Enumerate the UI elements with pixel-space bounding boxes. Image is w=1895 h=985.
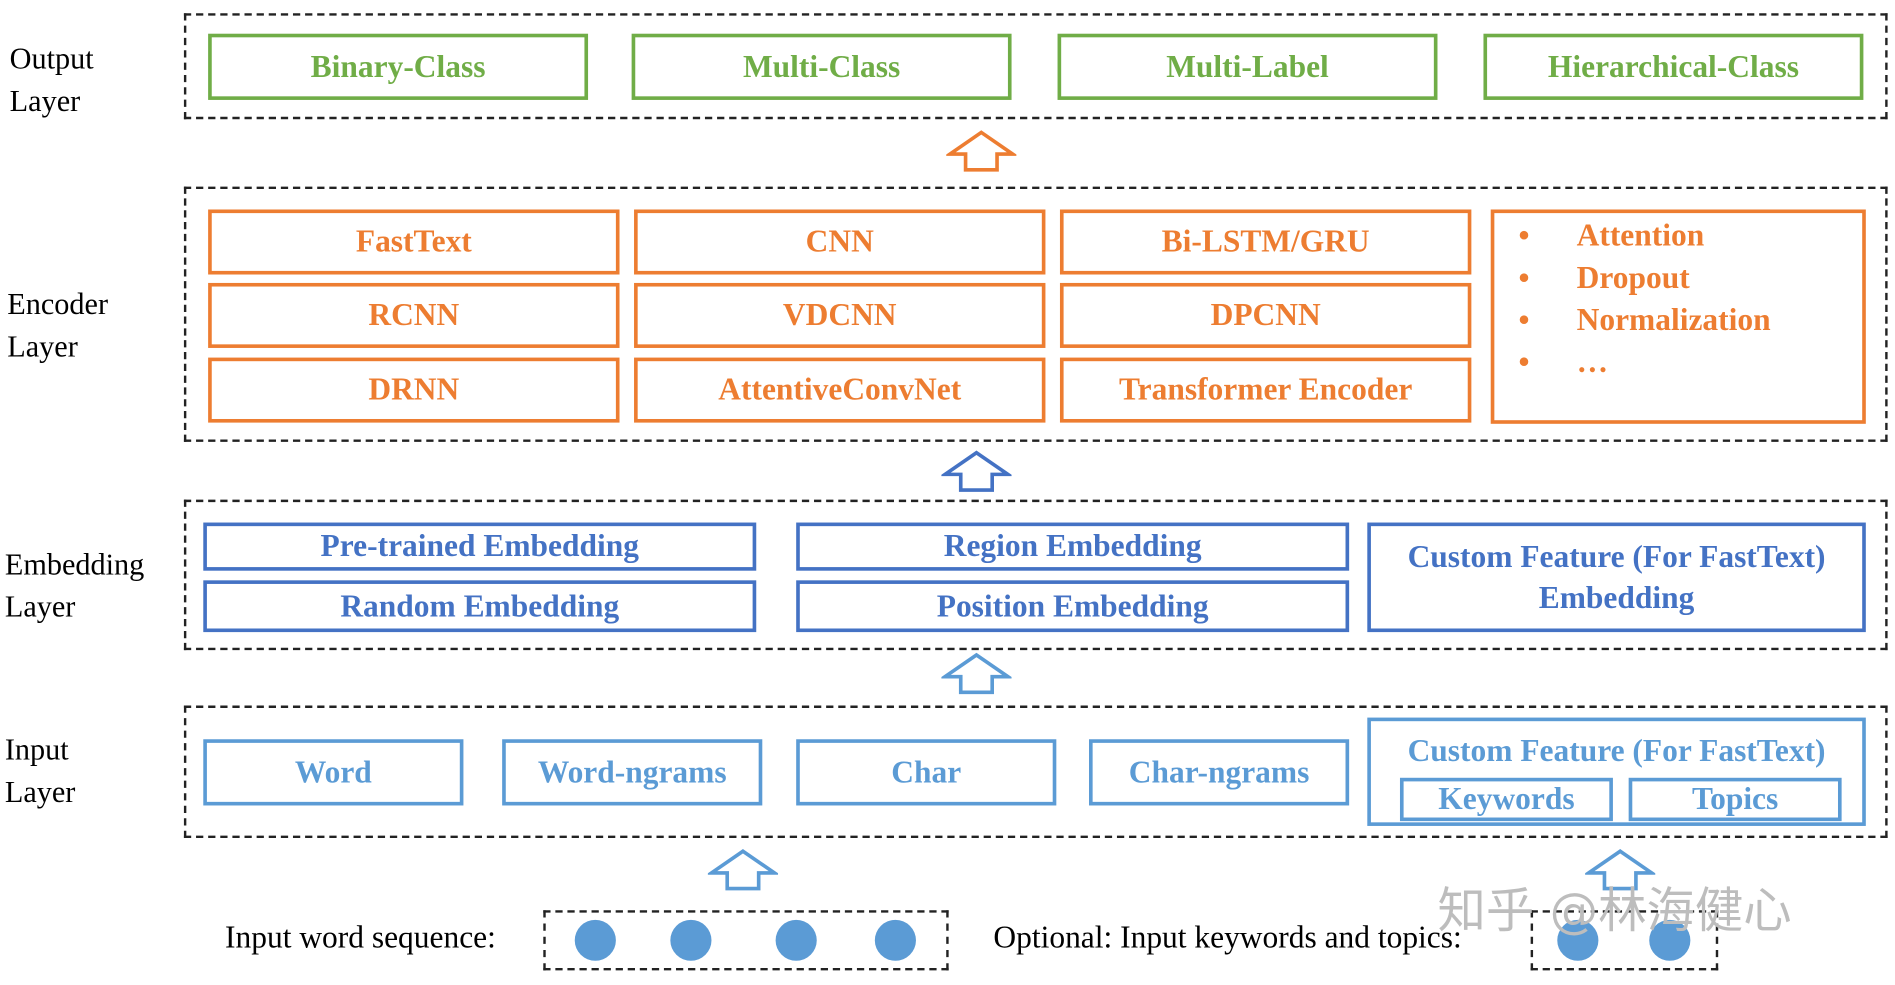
list-item: •Normalization xyxy=(1518,302,1771,338)
list-item: •Dropout xyxy=(1518,260,1690,295)
encoder-layer-label: Encoder Layer xyxy=(7,288,109,364)
encoder-rcnn: RCNN xyxy=(208,282,620,348)
embedding-region: Region Embedding xyxy=(796,522,1350,571)
word-token xyxy=(574,919,616,961)
keyword-token xyxy=(1557,919,1599,961)
output-layer-label: Output Layer xyxy=(9,43,94,118)
input-layer-frame xyxy=(183,705,1888,838)
topic-token xyxy=(1649,919,1691,961)
encoder-fasttext: FastText xyxy=(208,209,620,275)
encoder-transformer: Transformer Encoder xyxy=(1059,357,1472,423)
list-item: •Attention xyxy=(1518,217,1705,253)
encoder-bi-lstm-gru: Bi-LSTM/GRU xyxy=(1059,209,1472,275)
input-custom-feature-title: Custom Feature (For FastText) xyxy=(1407,733,1826,769)
up-arrow-icon xyxy=(941,450,1012,492)
embedding-layer-frame xyxy=(183,499,1888,651)
encoder-drnn: DRNN xyxy=(208,357,620,423)
output-hierarchical-class: Hierarchical-Class xyxy=(1483,33,1864,100)
encoder-cnn: CNN xyxy=(634,209,1046,275)
input-char-ngrams: Char-ngrams xyxy=(1089,739,1350,806)
input-word: Word xyxy=(203,739,464,806)
embedding-layer-label: Embedding Layer xyxy=(4,549,145,624)
input-topics: Topics xyxy=(1628,777,1842,822)
output-multi-label: Multi-Label xyxy=(1057,33,1438,100)
input-char: Char xyxy=(796,739,1057,806)
encoder-vdcnn: VDCNN xyxy=(634,282,1046,348)
up-arrow-icon xyxy=(941,652,1012,695)
output-binary-class: Binary-Class xyxy=(208,33,589,100)
keywords-topics-caption: Optional: Input keywords and topics: xyxy=(993,919,1462,955)
embedding-custom-feature: Custom Feature (For FastText) Embedding xyxy=(1367,522,1866,633)
encoder-dpcnn: DPCNN xyxy=(1059,282,1472,348)
word-sequence-frame xyxy=(543,910,949,971)
input-layer-label: Input Layer xyxy=(4,734,76,810)
up-arrow-icon xyxy=(1585,849,1656,891)
up-arrow-icon xyxy=(707,849,779,891)
output-layer-frame xyxy=(183,13,1888,120)
up-arrow-icon xyxy=(946,130,1017,172)
embedding-pretrained: Pre-trained Embedding xyxy=(203,522,757,571)
word-token xyxy=(775,919,817,961)
embedding-random: Random Embedding xyxy=(203,580,757,633)
encoder-extras-list: •Attention •Dropout •Normalization •… xyxy=(1490,209,1866,424)
input-keywords: Keywords xyxy=(1399,777,1613,822)
list-item: •… xyxy=(1518,344,1609,380)
word-token xyxy=(670,919,712,961)
encoder-attentiveconvnet: AttentiveConvNet xyxy=(634,357,1046,423)
watermark: 知乎 @林海健心 xyxy=(1437,883,1792,940)
keywords-topics-frame xyxy=(1530,910,1719,971)
word-token xyxy=(874,919,916,961)
input-word-ngrams: Word-ngrams xyxy=(502,739,763,806)
input-custom-feature: Custom Feature (For FastText) Keywords T… xyxy=(1367,717,1866,826)
output-multi-class: Multi-Class xyxy=(631,33,1012,100)
embedding-position: Position Embedding xyxy=(796,580,1350,633)
encoder-layer-frame xyxy=(183,186,1888,442)
word-sequence-caption: Input word sequence: xyxy=(225,919,496,955)
